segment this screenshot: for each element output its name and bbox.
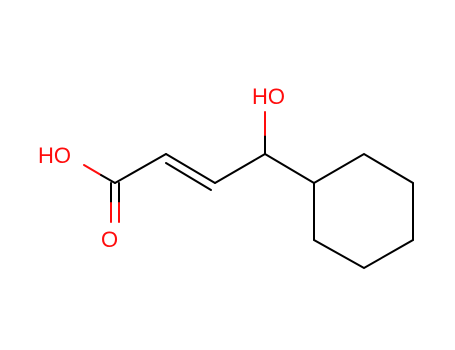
carboxyl-hydroxyl-label: HO	[38, 143, 71, 168]
hydroxyl-label: HO	[252, 84, 285, 109]
bond-c2-c3-inner	[165, 162, 212, 191]
cyclohexane-ring	[313, 152, 414, 270]
carbonyl-oxygen-label: O	[101, 227, 118, 252]
bond-c3-c4	[214, 153, 266, 184]
bond-c2-c3	[165, 153, 216, 184]
bond-c1-oh	[83, 164, 102, 176]
bond-c1-oh-carbon-part	[100, 174, 116, 184]
bond-c1-c2	[114, 153, 167, 184]
bond-c4-ring	[264, 153, 315, 184]
